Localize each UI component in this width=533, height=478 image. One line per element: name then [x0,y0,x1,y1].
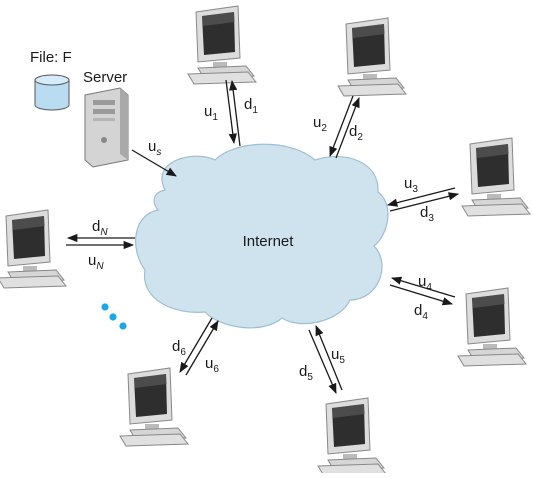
peer-5-download-arrow [308,329,337,394]
computer-icon [187,5,257,85]
peer-6-upload-arrow [185,320,219,376]
more-dots-icon [101,303,127,330]
server-icon [84,87,129,168]
peer-3-upload-rate: u3 [404,175,418,195]
peer-3-download-rate: d3 [420,204,434,224]
peer-6-download-rate: d6 [172,338,186,358]
peer-5-upload-rate: u5 [331,346,345,366]
peer-4-upload-rate: u4 [418,273,432,293]
server-upload-arrow [131,149,177,177]
peer-5-download-rate: d5 [299,363,313,383]
server-upload-rate: us [148,138,161,158]
peer-3-upload-arrow [386,187,456,207]
computer-icon [0,209,67,289]
file-database-icon [34,74,70,111]
peer-2-download-arrow [335,97,360,159]
peer-4-download-arrow [389,284,453,306]
computer-icon [461,137,531,217]
file-label: File: F [30,49,72,66]
computer-icon [317,397,387,477]
peer-3-download-arrow [389,192,460,212]
peer-n-download-rate: dN [92,218,108,238]
computer-icon [337,17,407,97]
peer-1-upload-arrow [225,79,237,145]
peer-1-download-rate: d1 [244,96,258,116]
peer-2-upload-rate: u2 [313,114,327,134]
rate-labels: us u1 d1 u2 d2 u3 d3 u4 d4 u5 d5 u6 d6 d… [88,96,434,383]
internet-label: Internet [243,233,295,250]
peer-1-upload-rate: u1 [204,103,218,123]
peer-6-upload-rate: u6 [205,355,219,375]
internet-cloud [135,143,389,329]
peer-2-upload-arrow [329,95,354,157]
server-label: Server [83,69,127,86]
link-arrows [66,79,460,394]
peer-4-download-rate: d4 [414,302,428,322]
peer-5-upload-arrow [315,325,343,391]
peer-6-download-arrow [179,317,213,373]
peer-4-upload-arrow [391,276,456,298]
computer-icon [119,367,189,447]
computer-icon [457,287,527,367]
peer-2-download-rate: d2 [349,123,363,143]
peer-n-upload-rate: uN [88,252,104,272]
peer-1-download-arrow [229,79,241,147]
